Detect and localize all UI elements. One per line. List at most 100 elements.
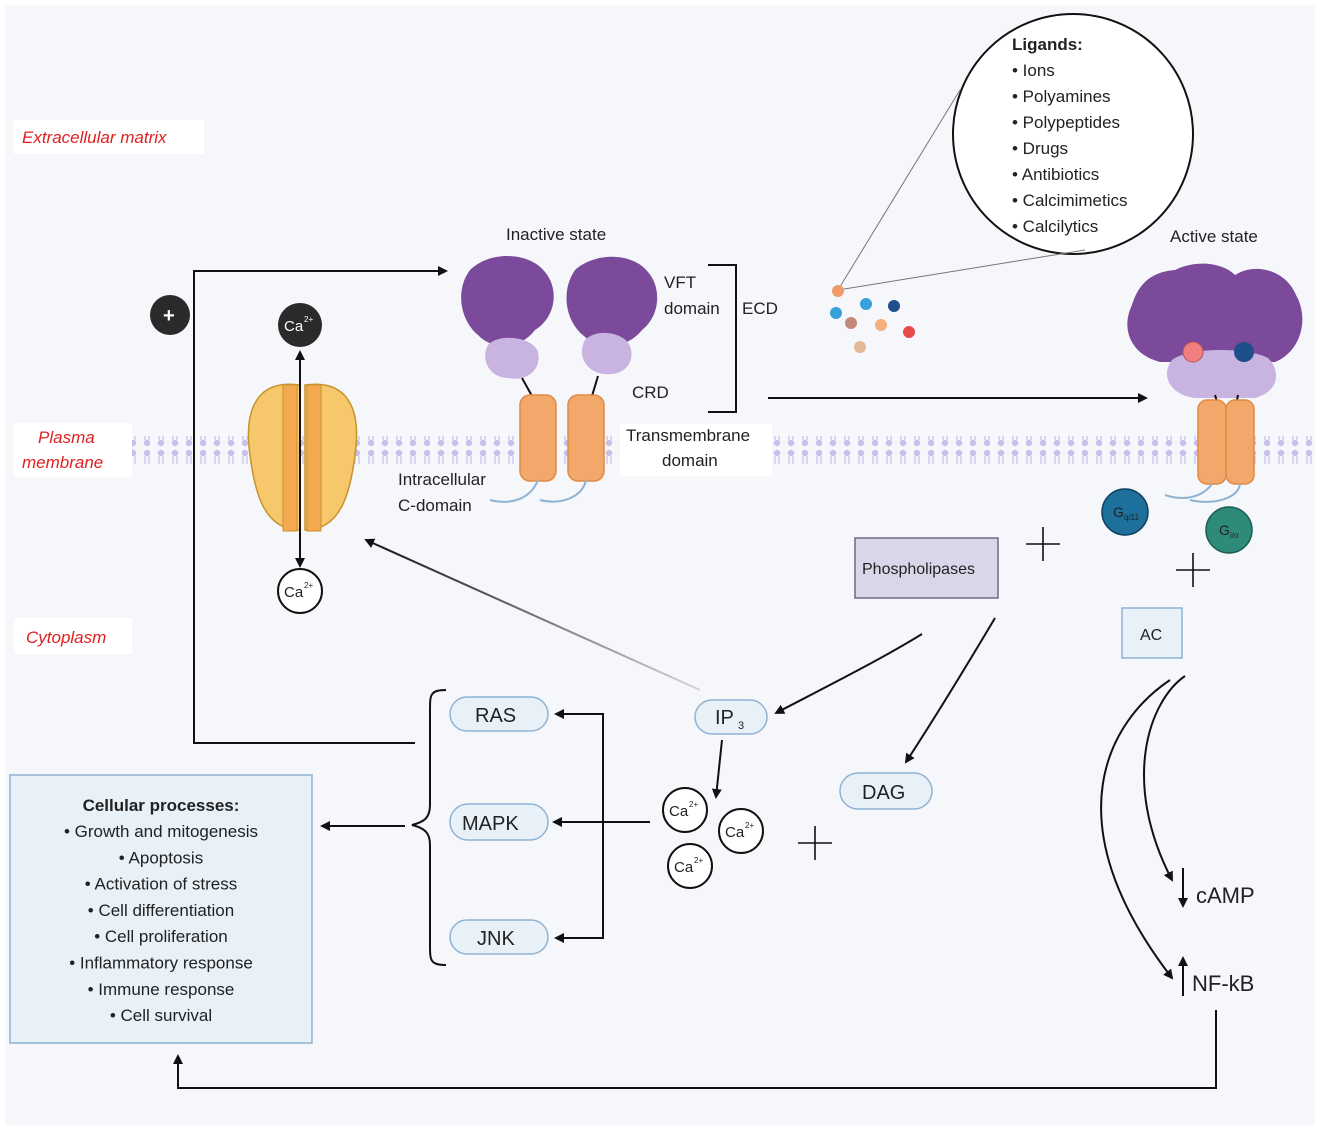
svg-text:2+: 2+ — [745, 821, 754, 830]
transmembrane-label-line2: domain — [662, 451, 718, 470]
gq11-protein: G q/11 — [1101, 488, 1149, 536]
callout-line-lower — [837, 249, 1086, 291]
svg-text:2+: 2+ — [304, 581, 313, 590]
ligand-item-6: • Calcilytics — [1012, 217, 1098, 236]
feedback-loop-arrow — [193, 266, 448, 744]
plc-to-ip3-arrow — [774, 633, 923, 714]
cellular-process-item-7: • Cell survival — [110, 1006, 212, 1025]
svg-text:q/11: q/11 — [1124, 513, 1140, 522]
ac-label: AC — [1140, 627, 1162, 644]
svg-text:Ca: Ca — [669, 803, 689, 820]
intracellular-label-line1: Intracellular — [398, 470, 486, 489]
cellular-processes-box — [9, 774, 313, 1044]
calcium-to-ras-arrow — [554, 709, 604, 822]
cellular-process-item-2: • Activation of stress — [85, 875, 237, 894]
ecd-label: ECD — [742, 299, 778, 318]
mapk-label: MAPK — [462, 813, 519, 835]
plasma-label-line1: Plasma — [38, 428, 95, 447]
vft-label-line2: domain — [664, 299, 720, 318]
ip3-to-calcium-arrow — [711, 739, 723, 799]
positive-feedback-badge: + — [150, 295, 190, 335]
jnk-pill — [449, 919, 549, 955]
plasma-label-line2: membrane — [22, 453, 103, 472]
svg-text:2+: 2+ — [304, 315, 313, 324]
plus-sign-3 — [798, 826, 832, 860]
cytosolic-calcium-3: Ca 2+ — [667, 843, 713, 889]
dag-label: DAG — [862, 782, 905, 804]
plasma-label-bg — [14, 423, 132, 477]
callout-line-upper — [837, 89, 961, 291]
svg-text:Ca: Ca — [284, 318, 304, 335]
ip3-subscript: 3 — [738, 720, 744, 732]
ip3-label: IP — [715, 707, 734, 729]
calcium-to-jnk-arrow — [554, 822, 604, 943]
ligands-callout-circle — [952, 13, 1194, 255]
inactive-state-label: Inactive state — [506, 225, 606, 244]
ac-to-nfkb-arrow — [1100, 679, 1174, 980]
ligand-item-0: • Ions — [1012, 61, 1055, 80]
plus-sign-2 — [1176, 553, 1210, 587]
ip3-pill — [694, 699, 768, 735]
ecd-bracket — [708, 264, 737, 413]
mapk-pill — [449, 803, 549, 841]
phospholipases-box — [854, 537, 999, 599]
plc-to-dag-arrow — [904, 617, 996, 764]
cellular-process-item-0: • Growth and mitogenesis — [64, 822, 258, 841]
transmembrane-label-line1: Transmembrane — [626, 426, 750, 445]
ip3-to-channel-arrow — [364, 538, 701, 691]
phospholipases-label: Phospholipases — [862, 561, 975, 578]
nfkb-to-cellular-arrow — [173, 1010, 1217, 1089]
svg-text:2+: 2+ — [689, 800, 698, 809]
kinase-group-brace — [411, 689, 447, 966]
cytosolic-calcium-2: Ca 2+ — [718, 808, 764, 854]
cellular-processes-title: Cellular processes: — [83, 796, 240, 815]
calcium-channel — [247, 383, 358, 532]
calcium-ion-outside: Ca 2+ — [278, 303, 322, 347]
ligand-list: • Ions • Polyamines • Polypeptides • Drugs •… — [1012, 61, 1128, 236]
cytoplasm-label: Cytoplasm — [26, 628, 106, 647]
svg-text:G: G — [1113, 504, 1124, 520]
intracellular-label-line2: C-domain — [398, 496, 472, 515]
svg-text:Ca: Ca — [725, 824, 745, 841]
cellular-process-item-3: • Cell differentiation — [88, 901, 234, 920]
ligand-particles — [830, 285, 915, 353]
ligands-title: Ligands: — [1012, 35, 1083, 54]
ligand-item-4: • Antibiotics — [1012, 165, 1099, 184]
camp-label: cAMP — [1196, 883, 1255, 908]
dag-pill — [839, 772, 933, 810]
cellular-processes-list: • Growth and mitogenesis • Apoptosis • Act… — [64, 822, 258, 1025]
vft-label-line1: VFT — [664, 273, 696, 292]
crd-label: CRD — [632, 383, 669, 402]
ras-label: RAS — [475, 705, 516, 727]
gio-protein: G i/o — [1205, 506, 1253, 554]
nfkb-label: NF-kB — [1192, 971, 1254, 996]
svg-text:i/o: i/o — [1230, 531, 1239, 540]
ac-box — [1121, 607, 1183, 659]
svg-text:+: + — [163, 305, 175, 327]
ligand-item-3: • Drugs — [1012, 139, 1068, 158]
calcium-ion-inside: Ca 2+ — [277, 568, 323, 614]
svg-text:Ca: Ca — [674, 859, 694, 876]
extracellular-label: Extracellular matrix — [22, 128, 167, 147]
ras-pill — [449, 696, 549, 732]
active-state-label: Active state — [1170, 227, 1258, 246]
active-receptor — [1127, 263, 1303, 503]
plus-sign-1 — [1026, 527, 1060, 561]
cytoplasm-label-bg — [14, 618, 132, 654]
svg-text:2+: 2+ — [694, 856, 703, 865]
cellular-process-item-4: • Cell proliferation — [94, 927, 228, 946]
ligand-item-1: • Polyamines — [1012, 87, 1111, 106]
ligand-item-2: • Polypeptides — [1012, 113, 1120, 132]
ligand-item-5: • Calcimimetics — [1012, 191, 1128, 210]
extracellular-label-bg — [14, 120, 204, 154]
svg-text:G: G — [1219, 522, 1230, 538]
cellular-process-item-5: • Inflammatory response — [69, 954, 253, 973]
transmembrane-label-bg — [620, 424, 772, 476]
jnk-label: JNK — [477, 928, 515, 950]
cytosolic-calcium-1: Ca 2+ — [662, 787, 708, 833]
ac-to-camp-arrow — [1143, 675, 1186, 882]
inactive-receptor — [461, 255, 658, 503]
cellular-process-item-1: • Apoptosis — [119, 848, 203, 867]
